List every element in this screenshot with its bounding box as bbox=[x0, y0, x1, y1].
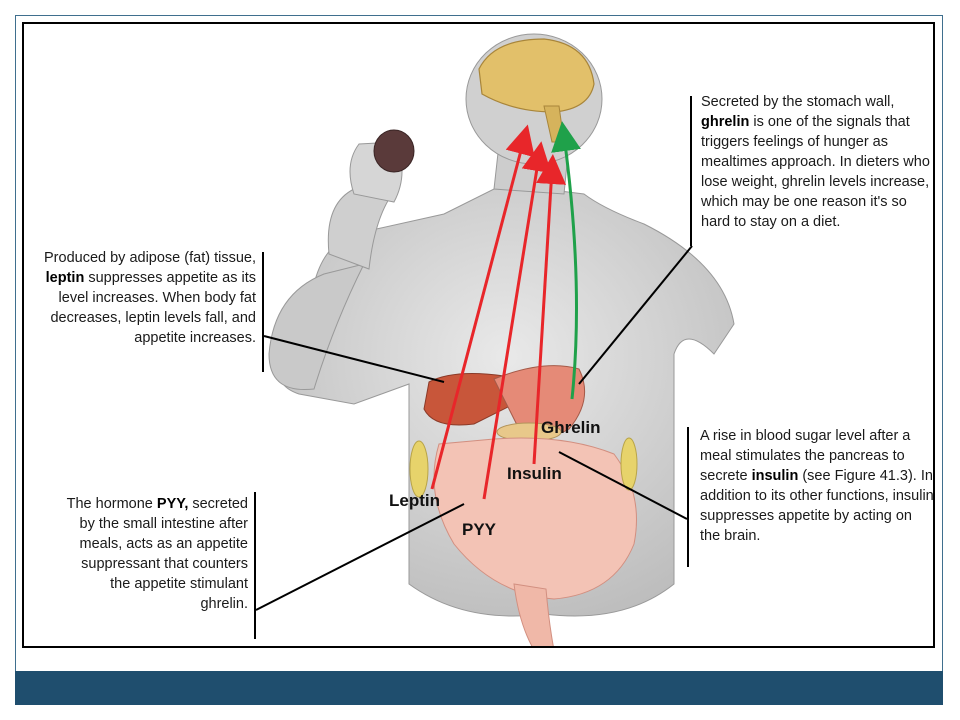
insulin-caption: A rise in blood sugar level after a meal… bbox=[700, 426, 934, 546]
pyy-caption-bar bbox=[254, 492, 256, 639]
pyy-arrow bbox=[482, 141, 552, 500]
ghrelin-arrow bbox=[551, 121, 581, 400]
insulin-leader bbox=[558, 451, 688, 520]
insulin-caption-bar bbox=[687, 427, 689, 567]
colon bbox=[513, 583, 554, 646]
insulin-caption-bold: insulin bbox=[751, 468, 799, 484]
pyy-caption-pre: The hormone bbox=[66, 496, 157, 512]
pyy-caption: The hormone PYY, secreted by the small i… bbox=[64, 494, 248, 614]
apple bbox=[373, 129, 415, 173]
leptin-caption-post: suppresses appetite as its level increas… bbox=[50, 270, 256, 346]
forearm bbox=[327, 188, 390, 270]
ghrelin-leader bbox=[578, 245, 693, 385]
brain bbox=[478, 38, 595, 113]
ghrelin-caption-bold: ghrelin bbox=[701, 114, 750, 130]
insulin-arrow bbox=[532, 154, 567, 465]
insulin-caption-pre: A rise in blood sugar level after a meal… bbox=[700, 428, 911, 484]
pyy-caption-post: secreted by the small intestine after me… bbox=[79, 496, 248, 612]
adipose-right bbox=[620, 437, 638, 491]
leptin-caption-bar bbox=[262, 252, 264, 372]
leptin-label: Leptin bbox=[389, 491, 440, 510]
footer-band bbox=[15, 671, 943, 705]
pyy-label: PYY bbox=[462, 520, 497, 539]
ghrelin-caption-pre: Secreted by the stomach wall, bbox=[701, 94, 895, 110]
adipose-left bbox=[409, 440, 429, 498]
leptin-arrow bbox=[430, 124, 535, 490]
leptin-caption-pre: Produced by adipose (fat) tissue, bbox=[44, 250, 256, 266]
figure-frame: Secreted by the stomach wall, ghrelin is… bbox=[22, 22, 935, 648]
intestines bbox=[433, 437, 637, 600]
ghrelin-caption-post: is one of the signals that triggers feel… bbox=[701, 114, 930, 230]
hormone-diagram bbox=[255, 33, 735, 646]
ghrelin-caption-bar bbox=[690, 96, 692, 246]
raised-arm bbox=[268, 263, 365, 391]
ghrelin-label: Ghrelin bbox=[541, 418, 601, 437]
leptin-leader bbox=[263, 335, 445, 383]
ghrelin-caption: Secreted by the stomach wall, ghrelin is… bbox=[701, 92, 933, 232]
insulin-caption-post: (see Figure 41.3). In addition to its ot… bbox=[700, 468, 934, 544]
pyy-caption-bold: PYY, bbox=[156, 496, 189, 512]
insulin-label: Insulin bbox=[507, 464, 562, 483]
leptin-caption-bold: leptin bbox=[45, 270, 85, 286]
pyy-leader bbox=[255, 503, 465, 611]
leptin-caption: Produced by adipose (fat) tissue, leptin… bbox=[24, 248, 256, 348]
